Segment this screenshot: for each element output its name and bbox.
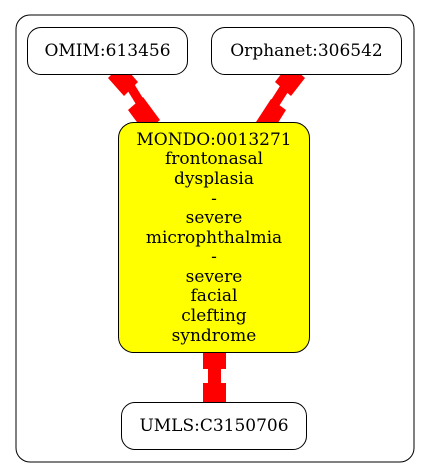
edge-mondo-umls-head-marker (203, 383, 226, 407)
node-mondo-line: severe (185, 208, 243, 229)
node-orphanet-label: Orphanet:306542 (230, 41, 383, 61)
node-umls-label: UMLS:C3150706 (139, 416, 289, 436)
node-mondo-line: facial (190, 286, 238, 307)
node-mondo-line: dysplasia (174, 168, 254, 189)
node-mondo-line: - (211, 247, 217, 268)
node-mondo[interactable]: MONDO:0013271 frontonasal dysplasia - se… (118, 122, 310, 353)
node-mondo-line: clefting (181, 306, 247, 327)
node-mondo-line: severe (185, 266, 243, 287)
node-umls[interactable]: UMLS:C3150706 (121, 402, 307, 450)
node-mondo-line: microphthalmia (145, 227, 283, 248)
node-mondo-line: frontonasal (164, 149, 264, 170)
node-mondo-id: MONDO:0013271 (136, 129, 292, 150)
node-mondo-line: syndrome (171, 325, 257, 346)
edge-mondo-umls-shaft (208, 367, 221, 385)
node-mondo-line: - (211, 188, 217, 209)
node-omim-label: OMIM:613456 (44, 41, 171, 61)
node-omim[interactable]: OMIM:613456 (27, 27, 188, 75)
node-orphanet[interactable]: Orphanet:306542 (211, 27, 402, 75)
